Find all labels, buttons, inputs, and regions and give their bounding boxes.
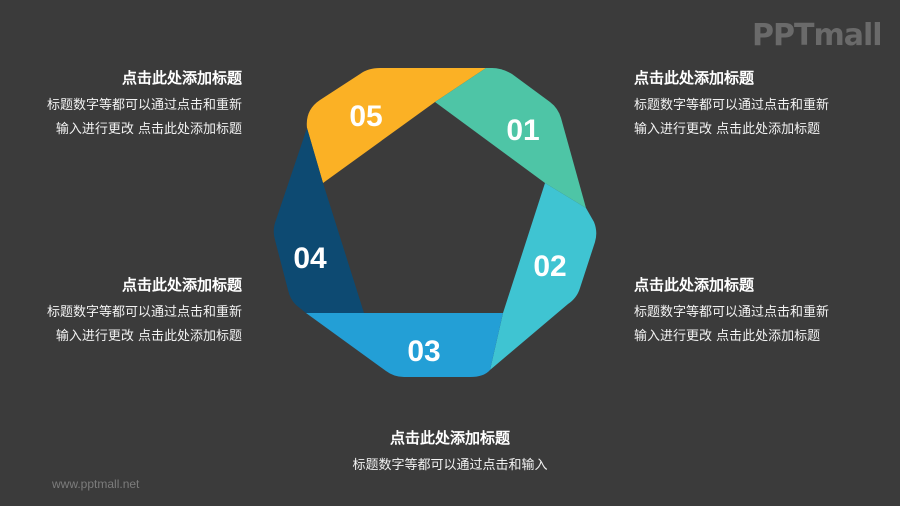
segment-04[interactable] xyxy=(273,128,364,313)
block-text[interactable]: 输入进行更改 点击此处添加标题 xyxy=(55,122,242,137)
block-text[interactable]: 标题数字等都可以通过点击和输入 xyxy=(352,458,548,473)
segment-03[interactable] xyxy=(306,313,503,377)
segment-01[interactable] xyxy=(435,68,586,208)
segment-04-number: 04 xyxy=(293,242,327,275)
text-block-left-bottom: 点击此处添加标题 标题数字等都可以通过点击和重新 输入进行更改 点击此处添加标题 xyxy=(0,275,242,349)
segment-02[interactable] xyxy=(490,183,597,370)
block-text[interactable]: 输入进行更改 点击此处添加标题 xyxy=(634,122,821,137)
pptmall-logo: PPTmall xyxy=(752,18,883,53)
block-title[interactable]: 点击此处添加标题 xyxy=(121,69,242,87)
text-block-right-bottom: 点击此处添加标题 标题数字等都可以通过点击和重新 输入进行更改 点击此处添加标题 xyxy=(634,275,894,349)
block-title[interactable]: 点击此处添加标题 xyxy=(634,276,755,294)
text-block-bottom: 点击此处添加标题 标题数字等都可以通过点击和输入 xyxy=(320,428,580,478)
block-title[interactable]: 点击此处添加标题 xyxy=(634,69,755,87)
block-text[interactable]: 标题数字等都可以通过点击和重新 xyxy=(46,305,242,320)
text-block-left-top: 点击此处添加标题 标题数字等都可以通过点击和重新 输入进行更改 点击此处添加标题 xyxy=(0,68,242,142)
block-text[interactable]: 标题数字等都可以通过点击和重新 xyxy=(634,305,830,320)
block-text[interactable]: 输入进行更改 点击此处添加标题 xyxy=(634,329,821,344)
segment-01-number: 01 xyxy=(506,114,539,147)
block-text[interactable]: 标题数字等都可以通过点击和重新 xyxy=(634,98,830,113)
footer-url: www.pptmall.net xyxy=(52,477,140,491)
text-block-right-top: 点击此处添加标题 标题数字等都可以通过点击和重新 输入进行更改 点击此处添加标题 xyxy=(634,68,894,142)
block-title[interactable]: 点击此处添加标题 xyxy=(121,276,242,294)
segment-03-number: 03 xyxy=(407,335,440,368)
block-text[interactable]: 输入进行更改 点击此处添加标题 xyxy=(55,329,242,344)
segment-02-number: 02 xyxy=(533,250,566,283)
block-title[interactable]: 点击此处添加标题 xyxy=(389,429,510,447)
segment-05-number: 05 xyxy=(349,100,382,133)
block-text[interactable]: 标题数字等都可以通过点击和重新 xyxy=(46,98,242,113)
segment-05[interactable] xyxy=(306,68,486,183)
